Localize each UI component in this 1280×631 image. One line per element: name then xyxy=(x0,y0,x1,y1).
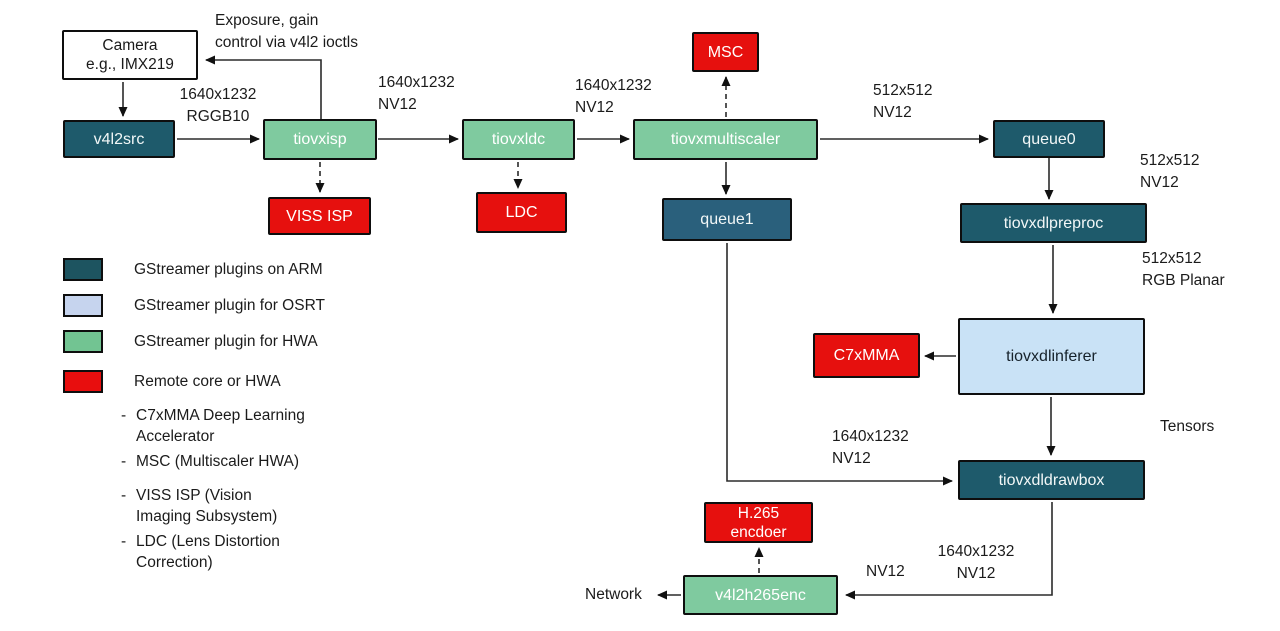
legend-swatch-remote xyxy=(63,370,103,393)
node-tiovxdlpreproc: tiovxdlpreproc xyxy=(960,203,1147,243)
legend-note-c7xmma: - C7xMMA Deep Learning Accelerator xyxy=(121,405,305,447)
note-text-viss: VISS ISP (Vision Imaging Subsystem) xyxy=(136,487,278,525)
node-h265-encoder: H.265 encdoer xyxy=(704,502,813,543)
edge-queue1-to-drawbox xyxy=(726,243,953,486)
node-v4l2h265enc: v4l2h265enc xyxy=(683,575,838,615)
label-isp-to-ldc-format: 1640x1232 NV12 xyxy=(378,74,455,113)
label-drawbox-nv12: NV12 xyxy=(866,563,905,580)
label-queue0-to-preproc-format: 512x512 NV12 xyxy=(1140,152,1200,191)
legend-item-remote: Remote core or HWA xyxy=(63,370,281,393)
legend-item-arm: GStreamer plugins on ARM xyxy=(63,258,323,281)
node-v4l2src: v4l2src xyxy=(63,120,175,158)
legend-note-msc: - MSC (Multiscaler HWA) xyxy=(121,451,299,472)
node-tiovxisp: tiovxisp xyxy=(263,119,377,160)
label-preproc-to-inferer-format: 512x512 RGB Planar xyxy=(1142,250,1225,289)
legend-label-arm: GStreamer plugins on ARM xyxy=(134,260,323,278)
label-ldc-to-multiscaler-format: 1640x1232 NV12 xyxy=(575,77,652,116)
legend-swatch-arm xyxy=(63,258,103,281)
edge-tiovxisp-to-camera-control xyxy=(205,55,322,119)
node-queue0: queue0 xyxy=(993,120,1105,158)
edge-drawbox-to-v4l2h265enc xyxy=(845,502,1053,600)
note-bullet: - xyxy=(121,533,127,550)
label-queue1-to-drawbox-format: 1640x1232 NV12 xyxy=(832,428,909,467)
legend-swatch-hwa xyxy=(63,330,103,353)
note-text-msc: MSC (Multiscaler HWA) xyxy=(136,453,300,470)
note-text-c7xmma: C7xMMA Deep Learning Accelerator xyxy=(136,407,305,445)
label-drawbox-to-enc-format: 1640x1232 NV12 xyxy=(937,543,1015,582)
legend-item-hwa: GStreamer plugin for HWA xyxy=(63,330,318,353)
node-tiovxdldrawbox: tiovxdldrawbox xyxy=(958,460,1145,500)
legend-swatch-osrt xyxy=(63,294,103,317)
label-exposure-note: Exposure, gain control via v4l2 ioctls xyxy=(215,12,359,51)
note-bullet: - xyxy=(121,487,127,504)
label-cam-to-isp-format: 1640x1232 RGGB10 xyxy=(179,86,257,125)
legend-label-remote: Remote core or HWA xyxy=(134,372,281,390)
label-tensors: Tensors xyxy=(1160,418,1215,435)
node-c7xmma: C7xMMA xyxy=(813,333,920,378)
note-bullet: - xyxy=(121,407,127,424)
node-tiovxmultiscaler: tiovxmultiscaler xyxy=(633,119,818,160)
note-text-ldc: LDC (Lens Distortion Correction) xyxy=(136,533,280,571)
node-tiovxldc: tiovxldc xyxy=(462,119,575,160)
node-msc: MSC xyxy=(692,32,759,72)
node-queue1: queue1 xyxy=(662,198,792,241)
label-multiscaler-to-queue0-format: 512x512 NV12 xyxy=(873,82,933,121)
node-ldc: LDC xyxy=(476,192,567,233)
node-viss-isp: VISS ISP xyxy=(268,197,371,235)
node-camera: Camera e.g., IMX219 xyxy=(62,30,198,80)
note-bullet: - xyxy=(121,453,127,470)
legend-item-osrt: GStreamer plugin for OSRT xyxy=(63,294,325,317)
node-tiovxdlinferer: tiovxdlinferer xyxy=(958,318,1145,395)
legend-note-viss: - VISS ISP (Vision Imaging Subsystem) xyxy=(121,485,277,527)
legend-note-ldc: - LDC (Lens Distortion Correction) xyxy=(121,531,280,573)
legend-label-osrt: GStreamer plugin for OSRT xyxy=(134,296,325,314)
legend-label-hwa: GStreamer plugin for HWA xyxy=(134,332,318,350)
label-network: Network xyxy=(585,586,642,603)
